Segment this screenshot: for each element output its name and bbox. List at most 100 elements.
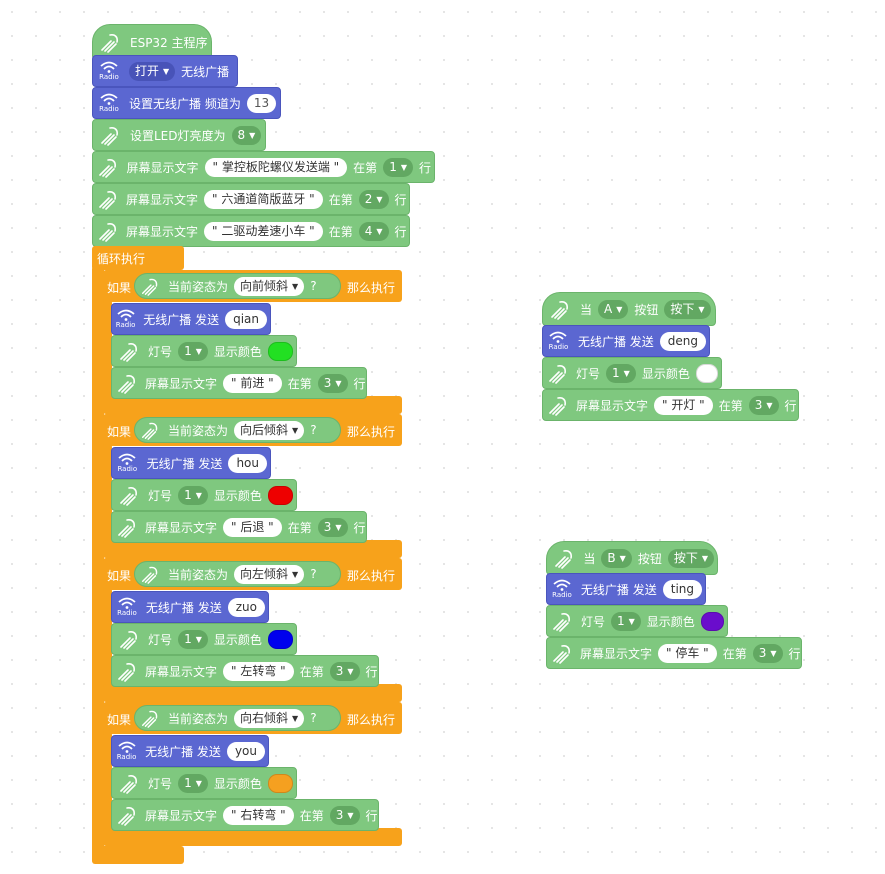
line-dropdown[interactable]: 3▼ <box>317 373 348 393</box>
radio-send-block-a[interactable]: Radio 无线广播 发送 deng <box>542 325 710 357</box>
tilt-dropdown[interactable]: 向后倾斜▼ <box>234 420 305 440</box>
led-color-block-a[interactable]: 灯号 1▼ 显示颜色 <box>542 357 722 389</box>
radio-send-block-b[interactable]: Radio 无线广播 发送 ting <box>546 573 706 605</box>
chevron-down-icon: ▼ <box>292 425 299 435</box>
board-icon <box>551 608 574 634</box>
line-value: 3 <box>754 397 763 412</box>
button-b-hat-block[interactable]: 当 B▼ 按钮 按下▼ <box>546 541 718 575</box>
chevron-down-icon: ▼ <box>195 490 202 500</box>
line-dropdown[interactable]: 4▼ <box>358 221 389 241</box>
led-number-dropdown[interactable]: 1▼ <box>178 485 208 505</box>
led-number-dropdown[interactable]: 1▼ <box>178 773 208 793</box>
color-label: 显示颜色 <box>213 776 262 791</box>
led-color-block-3[interactable]: 灯号 1▼ 显示颜色 <box>111 623 297 655</box>
color-swatch[interactable] <box>267 485 293 505</box>
radio-on-block[interactable]: Radio 打开▼ 无线广播 <box>92 55 238 87</box>
display-text-branch-1[interactable]: 屏幕显示文字 " 前进 " 在第 3▼ 行 <box>111 367 367 399</box>
radio-state-dropdown[interactable]: 打开▼ <box>129 61 176 81</box>
display-text-branch-3[interactable]: 屏幕显示文字 " 左转弯 " 在第 3▼ 行 <box>111 655 379 687</box>
chevron-down-icon: ▼ <box>701 553 708 563</box>
line-value: 3 <box>758 645 767 660</box>
line-dropdown[interactable]: 3▼ <box>329 661 360 681</box>
color-swatch[interactable] <box>267 341 293 361</box>
message-input[interactable]: hou <box>228 453 267 473</box>
posture-condition-1[interactable]: 当前姿态为 向前倾斜▼ ? <box>134 273 341 299</box>
display-text-input[interactable]: " 开灯 " <box>654 395 713 415</box>
tilt-dropdown[interactable]: 向左倾斜▼ <box>234 564 305 584</box>
line-dropdown[interactable]: 3▼ <box>752 643 783 663</box>
chevron-down-icon: ▼ <box>347 666 354 676</box>
display-text-input[interactable]: " 停车 " <box>658 643 717 663</box>
brightness-dropdown[interactable]: 8▼ <box>231 125 262 145</box>
color-swatch[interactable] <box>695 363 718 383</box>
posture-condition-4[interactable]: 当前姿态为 向右倾斜▼ ? <box>134 705 341 731</box>
message-input[interactable]: you <box>226 741 265 761</box>
tilt-dropdown[interactable]: 向右倾斜▼ <box>234 708 305 728</box>
message-input[interactable]: deng <box>659 331 706 351</box>
led-number: 1 <box>184 343 192 358</box>
line-dropdown[interactable]: 2▼ <box>358 189 389 209</box>
hat-label: ESP32 主程序 <box>130 35 208 50</box>
posture-condition-2[interactable]: 当前姿态为 向后倾斜▼ ? <box>134 417 341 443</box>
display-text-block-a[interactable]: 屏幕显示文字 " 开灯 " 在第 3▼ 行 <box>542 389 799 421</box>
tilt-dropdown[interactable]: 向前倾斜▼ <box>234 276 305 296</box>
display-label: 屏幕显示文字 <box>145 808 218 823</box>
line-dropdown[interactable]: 3▼ <box>748 395 779 415</box>
board-icon <box>139 419 161 441</box>
board-icon <box>116 770 141 796</box>
display-text-block-1[interactable]: 屏幕显示文字 " 掌控板陀螺仪发送端 " 在第 1▼ 行 <box>92 151 435 183</box>
tilt-value: 向左倾斜 <box>240 566 289 581</box>
color-swatch[interactable] <box>700 611 724 631</box>
at-line-label: 在第 <box>287 376 312 391</box>
then-label: 那么执行 <box>347 281 396 295</box>
led-number-dropdown[interactable]: 1▼ <box>606 363 636 383</box>
channel-input[interactable]: 13 <box>246 93 277 113</box>
led-number-dropdown[interactable]: 1▼ <box>610 611 641 631</box>
led-number-dropdown[interactable]: 1▼ <box>178 629 208 649</box>
radio-send-block-3[interactable]: Radio 无线广播 发送 zuo <box>111 591 269 623</box>
display-text-input[interactable]: " 后退 " <box>223 517 282 537</box>
line-dropdown[interactable]: 3▼ <box>329 805 360 825</box>
display-text-block-3[interactable]: 屏幕显示文字 " 二驱动差速小车 " 在第 4▼ 行 <box>92 215 410 247</box>
display-text-input[interactable]: " 左转弯 " <box>223 661 294 681</box>
led-number-dropdown[interactable]: 1▼ <box>178 341 208 361</box>
display-text-branch-2[interactable]: 屏幕显示文字 " 后退 " 在第 3▼ 行 <box>111 511 367 543</box>
button-dropdown[interactable]: B▼ <box>601 548 632 568</box>
led-color-block-b[interactable]: 灯号 1▼ 显示颜色 <box>546 605 728 637</box>
line-suffix: 行 <box>365 664 378 679</box>
radio-send-block-1[interactable]: Radio 无线广播 发送 qian <box>111 303 271 335</box>
line-dropdown[interactable]: 3▼ <box>317 517 348 537</box>
if-label: 如果 <box>107 281 132 295</box>
message-input[interactable]: qian <box>225 309 267 329</box>
button-state-dropdown[interactable]: 按下▼ <box>664 299 711 319</box>
led-color-block-2[interactable]: 灯号 1▼ 显示颜色 <box>111 479 297 511</box>
radio-send-block-4[interactable]: Radio 无线广播 发送 you <box>111 735 269 767</box>
forever-loop-header[interactable] <box>92 246 184 270</box>
display-text-input[interactable]: " 前进 " <box>223 373 282 393</box>
display-text-block-b[interactable]: 屏幕显示文字 " 停车 " 在第 3▼ 行 <box>546 637 802 669</box>
chevron-down-icon: ▼ <box>698 304 705 314</box>
radio-send-block-2[interactable]: Radio 无线广播 发送 hou <box>111 447 271 479</box>
posture-condition-3[interactable]: 当前姿态为 向左倾斜▼ ? <box>134 561 341 587</box>
message-input[interactable]: ting <box>662 579 702 599</box>
button-dropdown[interactable]: A▼ <box>598 299 629 319</box>
led-color-block-4[interactable]: 灯号 1▼ 显示颜色 <box>111 767 297 799</box>
led-color-block-1[interactable]: 灯号 1▼ 显示颜色 <box>111 335 297 367</box>
color-swatch[interactable] <box>267 629 293 649</box>
message-input[interactable]: zuo <box>227 597 265 617</box>
display-text-input[interactable]: " 六通道简版蓝牙 " <box>204 189 323 209</box>
set-led-brightness-block[interactable]: 设置LED灯亮度为 8▼ <box>92 119 266 151</box>
display-text-branch-4[interactable]: 屏幕显示文字 " 右转弯 " 在第 3▼ 行 <box>111 799 379 831</box>
color-label: 显示颜色 <box>213 488 262 503</box>
set-channel-block[interactable]: Radio 设置无线广播 频道为 13 <box>92 87 281 119</box>
board-icon <box>551 640 573 666</box>
display-text-input[interactable]: " 二驱动差速小车 " <box>204 221 323 241</box>
button-state-dropdown[interactable]: 按下▼ <box>667 548 714 568</box>
display-text-input[interactable]: " 掌控板陀螺仪发送端 " <box>204 157 348 177</box>
display-text-input[interactable]: " 右转弯 " <box>223 805 294 825</box>
color-swatch[interactable] <box>267 773 293 793</box>
line-dropdown[interactable]: 1▼ <box>383 157 413 177</box>
esp32-main-hat-block[interactable]: ESP32 主程序 <box>92 24 212 60</box>
display-text-block-2[interactable]: 屏幕显示文字 " 六通道简版蓝牙 " 在第 2▼ 行 <box>92 183 410 215</box>
button-a-hat-block[interactable]: 当 A▼ 按钮 按下▼ <box>542 292 716 326</box>
